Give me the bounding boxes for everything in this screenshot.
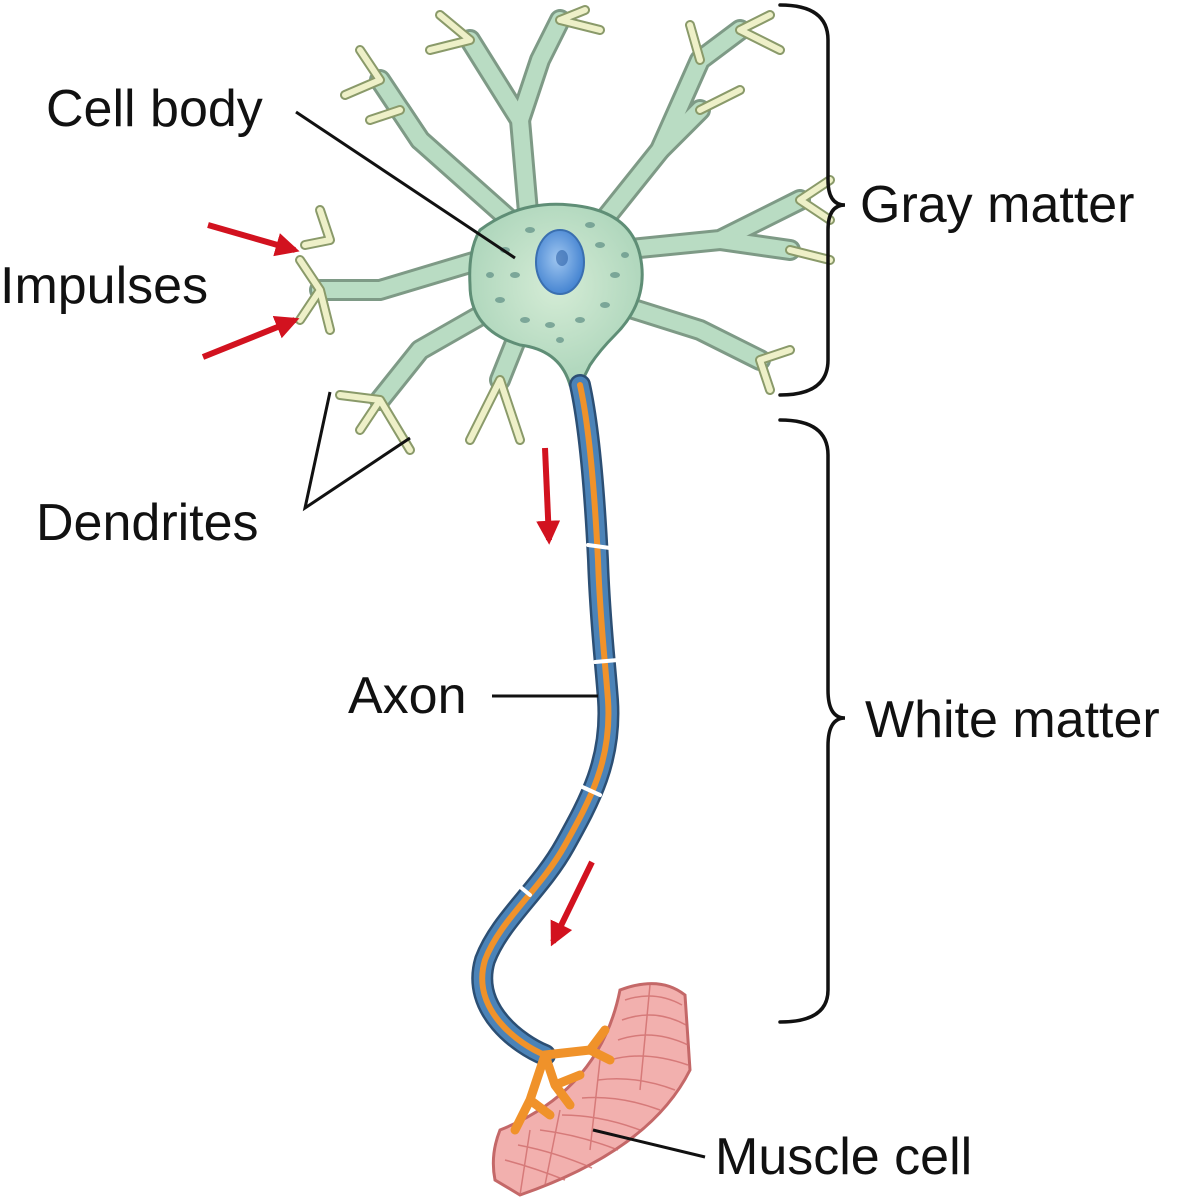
nucleolus [556,250,568,266]
impulse-arrow-2 [201,316,300,360]
soma-shape [468,202,644,387]
axon-core [479,382,612,1058]
axon [471,374,620,1066]
label-impulses: Impulses [0,257,208,315]
muscle-cell [491,982,692,1197]
gray-matter-brace [778,3,846,397]
leader-cell-body [295,110,516,260]
cell-body [468,202,644,387]
axon-terminals [510,1025,615,1135]
leader-muscle-cell [592,1128,706,1159]
braces [778,3,846,1024]
label-white-matter: White matter [865,691,1160,749]
impulse-arrows [201,222,595,947]
leader-dendrites [302,391,411,512]
impulse-arrow-4 [550,860,595,947]
label-muscle-cell: Muscle cell [715,1128,972,1186]
nodes-of-ranvier [510,543,620,897]
label-axon: Axon [348,667,467,725]
impulse-arrow-1 [207,222,300,257]
label-dendrites: Dendrites [36,494,259,552]
muscle-striations [504,984,689,1196]
impulse-arrow-3 [536,447,561,545]
label-gray-matter: Gray matter [860,176,1135,234]
white-matter-brace [778,418,846,1024]
label-cell-body: Cell body [46,80,263,138]
leader-lines [295,110,706,1159]
labels: Cell body Impulses Dendrites Axon Gray m… [0,80,1160,1186]
